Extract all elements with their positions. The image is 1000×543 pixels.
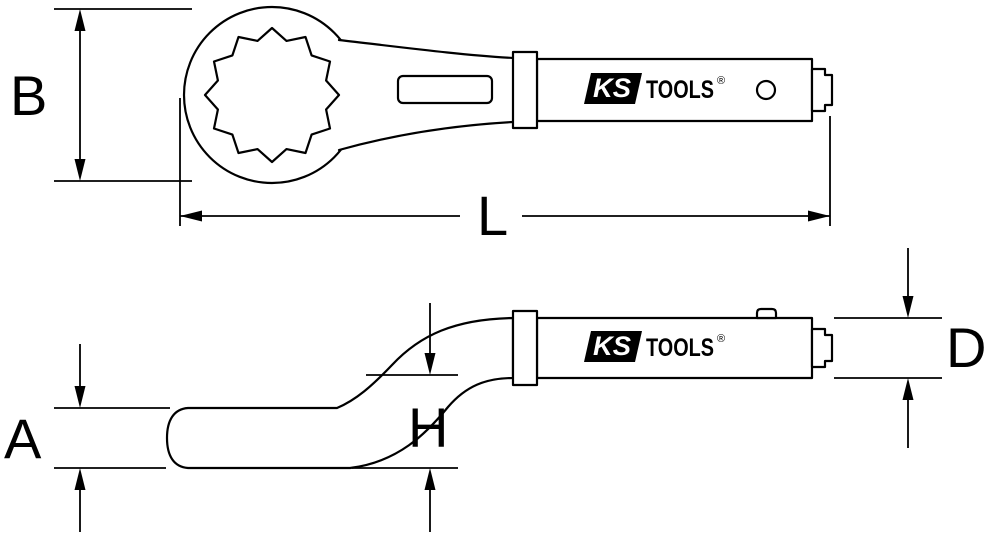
arrowhead-up (74, 9, 86, 31)
handle-slot (396, 74, 494, 105)
arrowhead-left (180, 210, 202, 222)
brand-tools-text: TOOLS (646, 334, 714, 362)
dimension-label-h: H (408, 396, 448, 459)
offset-bend-outline (165, 316, 515, 470)
dimension-label-b: B (10, 64, 47, 127)
top-view: KS TOOLS ® (182, 5, 834, 185)
ring-12point-profile (203, 26, 341, 164)
dimension-B: B (10, 8, 192, 182)
dimension-A: A (4, 344, 170, 532)
brand-ks-box (584, 73, 642, 104)
brand-registered-mark: ® (717, 75, 725, 87)
brand-registered-mark: ® (717, 333, 725, 345)
brand-tools-text: TOOLS (646, 76, 714, 104)
brand-ks-text: KS (593, 73, 631, 103)
arrowhead-down (74, 159, 86, 181)
arrowhead-down (424, 353, 436, 375)
hanging-hole (755, 79, 777, 101)
arrowhead-down (74, 386, 86, 408)
dimension-L: L (179, 98, 831, 247)
side-view: KS TOOLS ® (165, 307, 834, 470)
collar-side (511, 309, 539, 387)
arrowhead-up (74, 468, 86, 490)
arrowhead-up (902, 378, 914, 400)
pin-detail (755, 307, 778, 320)
brand-logo-bottom: KS TOOLS ® (584, 331, 725, 362)
handle-neck-top-edge (337, 38, 515, 60)
end-cap-side (810, 327, 834, 369)
dimension-D: D (834, 248, 986, 448)
dimension-H: H (352, 303, 458, 532)
handle-neck-bottom-edge (337, 120, 515, 152)
dimension-label-l: L (477, 184, 508, 247)
brand-ks-box (584, 331, 642, 362)
arrowhead-down (902, 296, 914, 318)
dimension-label-a: A (4, 407, 42, 470)
arrowhead-up (424, 468, 436, 490)
brand-logo-top: KS TOOLS ® (584, 73, 725, 104)
dimension-label-d: D (946, 316, 986, 379)
end-cap (810, 67, 834, 113)
arrowhead-right (808, 210, 830, 222)
brand-ks-text: KS (593, 331, 631, 361)
collar (511, 50, 539, 130)
